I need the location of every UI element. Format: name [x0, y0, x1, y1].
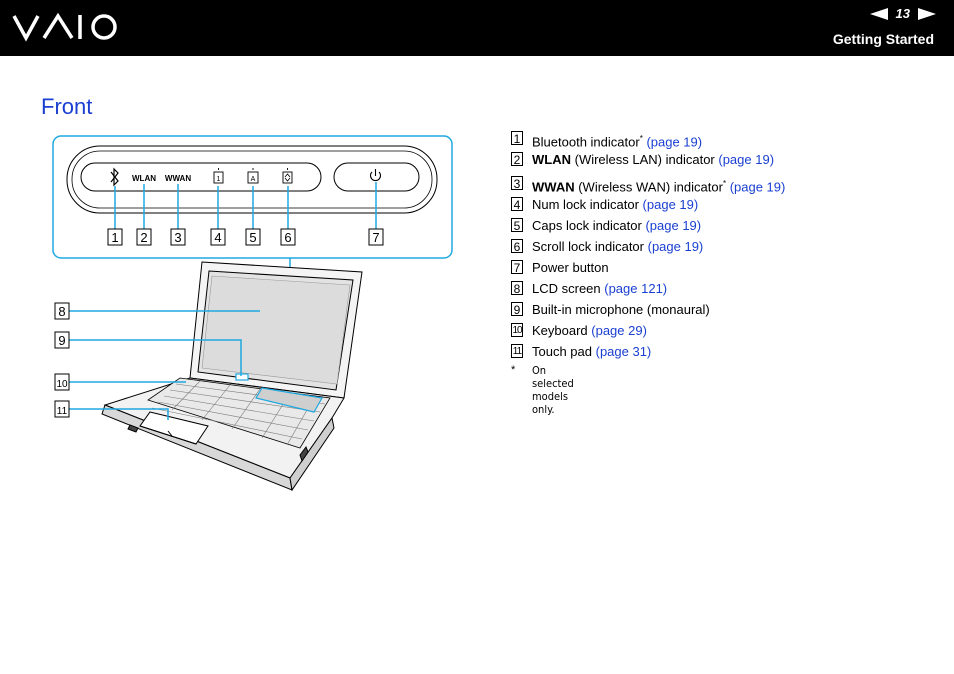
wlan-label: WLAN [132, 174, 156, 183]
svg-text:7: 7 [372, 230, 379, 245]
callout-8 [54, 302, 70, 320]
item-number: 4 [511, 197, 523, 212]
item-number: 2 [511, 152, 523, 167]
svg-text:8: 8 [58, 304, 65, 319]
svg-text:11: 11 [57, 406, 68, 417]
page-link[interactable]: (page 31) [595, 344, 652, 359]
scroll-lock-icon [282, 168, 293, 184]
svg-text:A: A [251, 176, 256, 183]
page-link[interactable]: (page 19) [729, 179, 786, 195]
svg-text:6: 6 [284, 230, 291, 245]
triangle-left-icon[interactable] [869, 7, 888, 20]
page-title: Front [41, 94, 93, 119]
item-number: 6 [511, 239, 523, 254]
callout-7 [368, 228, 384, 246]
svg-text:9: 9 [58, 333, 65, 348]
num-lock-icon: 1 [213, 168, 224, 184]
page-link[interactable]: (page 19) [718, 152, 775, 167]
page-link[interactable]: (page 19) [642, 197, 699, 212]
item-number: 8 [511, 281, 523, 296]
page-header: 13 Getting Started [0, 0, 954, 56]
callout-3 [170, 228, 186, 246]
power-icon [369, 169, 382, 182]
page-navigation: 13 [869, 6, 936, 21]
item-number: 7 [511, 260, 523, 275]
callout-10 [54, 373, 70, 391]
page-link[interactable]: (page 19) [647, 239, 704, 254]
callout-1 [107, 228, 123, 246]
svg-text:3: 3 [174, 230, 181, 245]
svg-text:5: 5 [249, 230, 256, 245]
section-title: Getting Started [832, 31, 934, 47]
item-number: 1 [511, 131, 523, 146]
svg-text:2: 2 [140, 230, 147, 245]
bluetooth-icon [110, 167, 119, 187]
item-number: 10 [511, 323, 523, 337]
triangle-right-icon[interactable] [918, 7, 936, 20]
callout-9 [54, 331, 70, 349]
wwan-label: WWAN [165, 174, 191, 183]
callout-11 [54, 400, 70, 418]
front-view-figure: WLAN WWAN 1 A 1 2 3 4 5 [52, 135, 453, 492]
detail-panel-frame [52, 135, 453, 259]
page-link[interactable]: (page 29) [591, 323, 647, 338]
callout-2 [136, 228, 152, 246]
callout-5 [245, 228, 261, 246]
page-link[interactable]: (page 19) [645, 218, 702, 233]
svg-text:4: 4 [214, 230, 221, 245]
svg-text:1: 1 [217, 176, 221, 183]
indicator-strip [80, 162, 322, 192]
item-number: 11 [511, 344, 523, 358]
laptop-illustration [101, 261, 363, 492]
page-number: 13 [895, 6, 910, 21]
page-link[interactable]: (page 121) [604, 281, 668, 296]
callout-4 [210, 228, 226, 246]
page-link[interactable]: (page 19) [646, 134, 703, 150]
svg-text:1: 1 [111, 230, 118, 245]
caps-lock-icon: A [247, 168, 259, 184]
item-number: 9 [511, 302, 523, 317]
item-number: 5 [511, 218, 523, 233]
item-number: 3 [511, 176, 523, 191]
svg-text:10: 10 [56, 379, 68, 390]
vaio-logo [12, 12, 117, 42]
callout-6 [280, 228, 296, 246]
